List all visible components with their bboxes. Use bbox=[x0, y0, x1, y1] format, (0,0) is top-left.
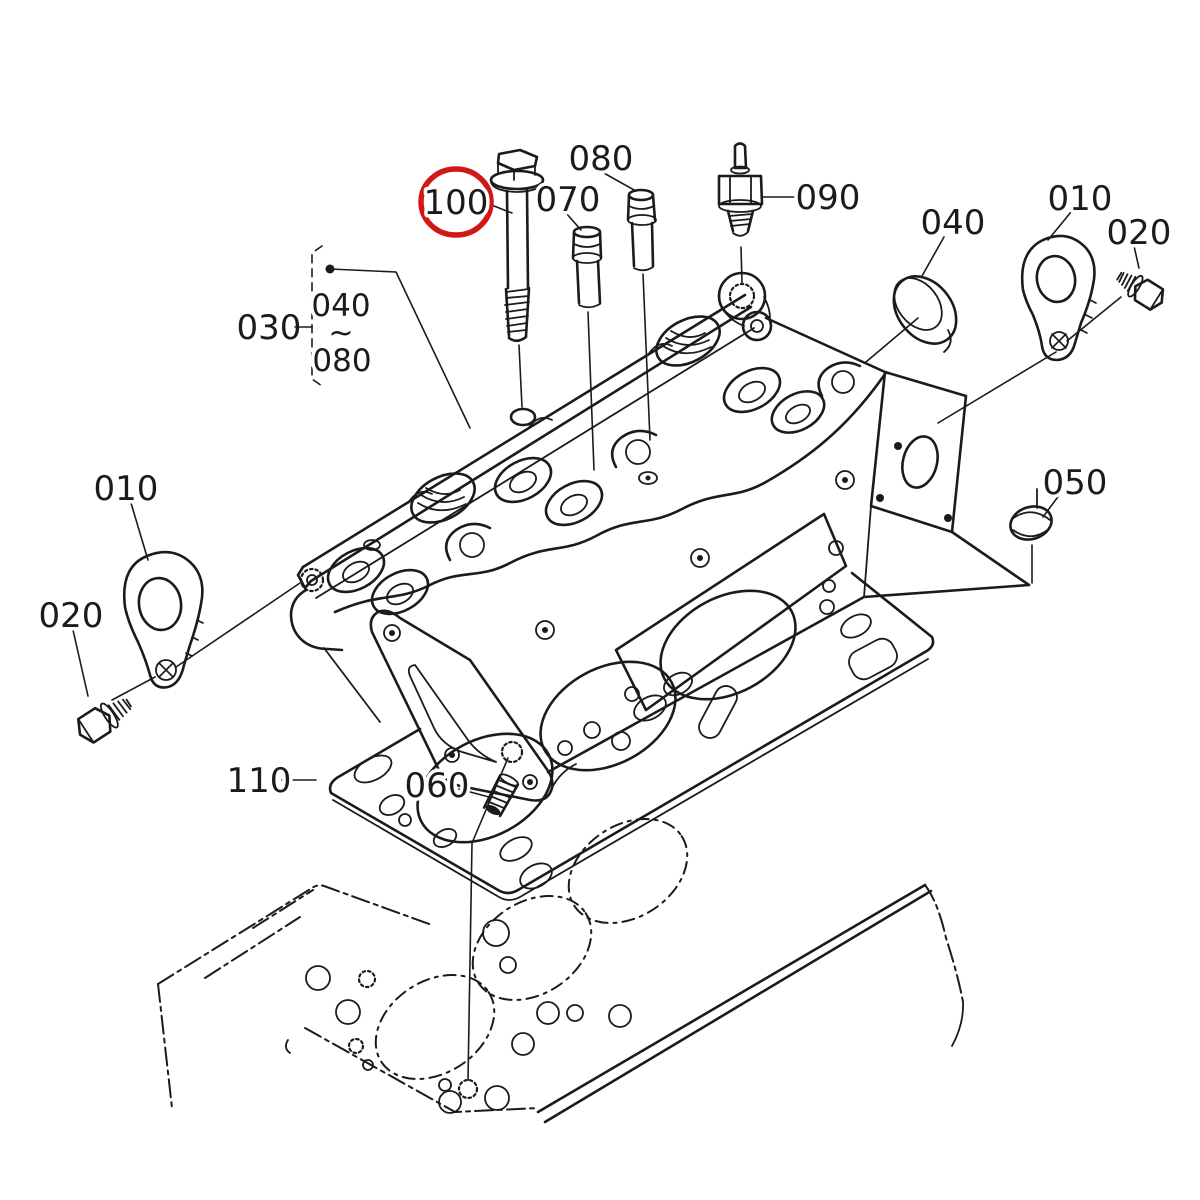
hanger-plate-left-drawing bbox=[122, 550, 204, 689]
rocker-boss bbox=[444, 522, 492, 562]
stud-060-drawing bbox=[482, 773, 520, 818]
threaded-opening bbox=[655, 315, 721, 367]
engine-block-drawing bbox=[157, 818, 964, 1124]
callout-090[interactable]: 090 bbox=[792, 175, 864, 222]
callout-010-top-right[interactable]: 010 bbox=[1044, 176, 1116, 223]
rocker-boss bbox=[610, 429, 658, 469]
leader-lines bbox=[72, 171, 1140, 1081]
rocker-boss bbox=[817, 361, 862, 398]
callout-100[interactable]: 100 bbox=[420, 180, 492, 227]
valve-recess-pair bbox=[722, 366, 826, 434]
callout-020-top-right[interactable]: 020 bbox=[1103, 210, 1175, 257]
valve-guide-080-drawing bbox=[626, 188, 657, 272]
callout-range-080[interactable]: 080 bbox=[309, 340, 375, 383]
hanger-plate-right-drawing bbox=[1020, 234, 1097, 362]
valve-recess-pair bbox=[493, 456, 604, 527]
callout-060[interactable]: 060 bbox=[401, 763, 473, 810]
callout-080[interactable]: 080 bbox=[565, 136, 637, 183]
callout-030[interactable]: 030 bbox=[233, 305, 305, 352]
callout-010-left[interactable]: 010 bbox=[90, 466, 162, 513]
callout-range-tilde: ~ bbox=[328, 316, 353, 351]
callout-110[interactable]: 110 bbox=[223, 758, 295, 805]
callout-range-040[interactable]: 040 bbox=[308, 285, 374, 328]
valve-guide-070-drawing bbox=[571, 225, 603, 309]
hanger-bolt-left-drawing bbox=[76, 698, 132, 744]
head-bolt-drawing bbox=[489, 148, 545, 343]
callout-040-top-right[interactable]: 040 bbox=[917, 200, 989, 247]
cylinder-head-drawing bbox=[289, 271, 1031, 802]
callout-050[interactable]: 050 bbox=[1039, 460, 1111, 507]
callouts: 100 070 080 090 040 010 020 030 040 ~ 08… bbox=[35, 136, 1175, 810]
cap-plug-040-drawing bbox=[892, 275, 958, 353]
range-bracket bbox=[311, 245, 323, 387]
callout-070[interactable]: 070 bbox=[532, 177, 604, 224]
threaded-opening bbox=[410, 472, 476, 524]
highlight-circle[interactable] bbox=[418, 166, 494, 238]
head-gasket-drawing bbox=[328, 571, 935, 901]
cup-plug-050-drawing bbox=[1009, 488, 1053, 541]
hanger-bolt-right-drawing bbox=[1116, 271, 1165, 311]
thermo-sensor-drawing bbox=[717, 142, 764, 237]
valve-recess-pair bbox=[326, 546, 430, 616]
callout-020-left[interactable]: 020 bbox=[35, 593, 107, 640]
